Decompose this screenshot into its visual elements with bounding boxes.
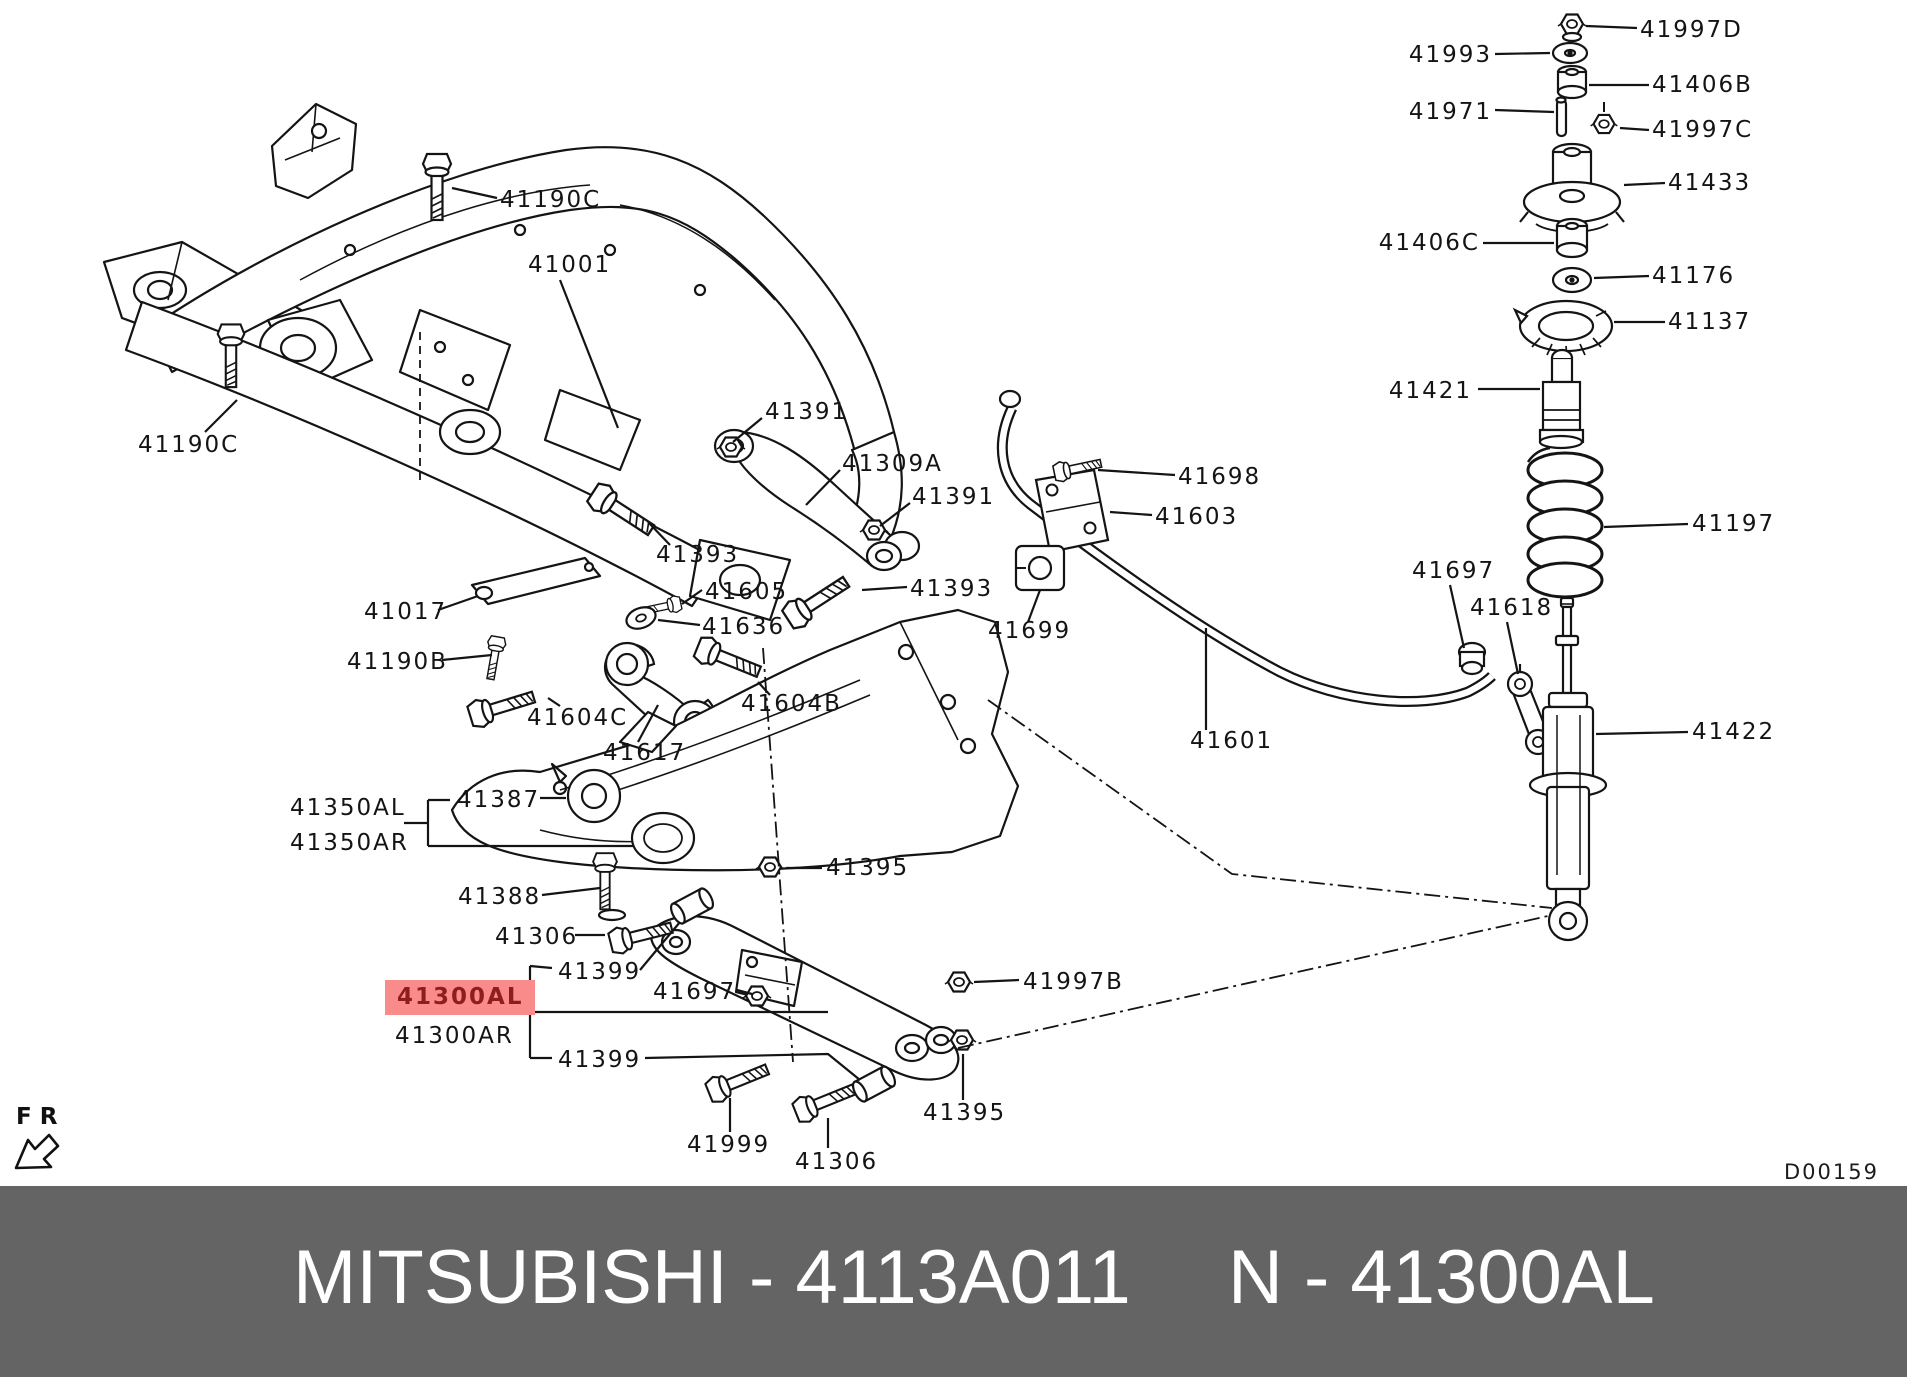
part-label-41399: 41399 <box>558 959 642 985</box>
part-label-41190C: 41190C <box>500 187 602 213</box>
part-label-41306: 41306 <box>495 924 579 950</box>
part-label-41698: 41698 <box>1178 464 1262 490</box>
part-label-41387: 41387 <box>457 787 541 813</box>
shock-absorber-drawing <box>1528 596 1608 942</box>
projection-lines <box>419 332 1553 1063</box>
part-label-41399: 41399 <box>558 1047 642 1073</box>
part-label-41617: 41617 <box>603 740 687 766</box>
fr-direction-arrow-icon <box>14 1133 60 1170</box>
part-label-41605: 41605 <box>705 579 789 605</box>
leader-lines <box>204 24 1689 1148</box>
part-label-41017: 41017 <box>364 599 448 625</box>
part-label-41393: 41393 <box>910 576 994 602</box>
part-label-41697: 41697 <box>653 979 737 1005</box>
part-label-41999: 41999 <box>687 1132 771 1158</box>
part-label-41604B: 41604B <box>741 691 842 717</box>
subframe-crossmember-drawing <box>102 102 903 622</box>
part-label-41997B: 41997B <box>1023 969 1124 995</box>
part-label-41433: 41433 <box>1668 170 1752 196</box>
part-label-41393: 41393 <box>656 542 740 568</box>
part-label-41391: 41391 <box>765 399 849 425</box>
part-label-41699: 41699 <box>988 618 1072 644</box>
trailing-arm-drawing <box>450 608 1020 922</box>
part-label-41618: 41618 <box>1470 595 1554 621</box>
part-label-41190C: 41190C <box>138 432 240 458</box>
part-label-41395: 41395 <box>826 855 910 881</box>
fr-direction-label: FR <box>16 1104 66 1130</box>
part-label-41350AL: 41350AL <box>290 795 406 821</box>
part-label-41406B: 41406B <box>1652 72 1753 98</box>
footer-part-reference: N - 41300AL <box>1228 1235 1655 1320</box>
part-label-41601: 41601 <box>1190 728 1274 754</box>
part-label-41391: 41391 <box>912 484 996 510</box>
part-label-41001: 41001 <box>528 252 612 278</box>
part-label-41300AL-highlighted: 41300AL <box>385 980 536 1015</box>
part-label-41997D: 41997D <box>1640 17 1743 43</box>
part-label-41604C: 41604C <box>527 705 629 731</box>
part-label-41406C: 41406C <box>1378 230 1480 256</box>
part-label-41971: 41971 <box>1408 99 1492 125</box>
part-label-41176: 41176 <box>1652 263 1736 289</box>
footer-brand-part-number: MITSUBISHI - 4113A011 <box>293 1235 1131 1320</box>
coil-spring-drawing <box>1526 446 1604 599</box>
part-label-41395: 41395 <box>923 1100 1007 1126</box>
drawing-code: D00159 <box>1784 1160 1879 1184</box>
part-label-41421: 41421 <box>1388 378 1472 404</box>
part-label-41697: 41697 <box>1412 558 1496 584</box>
strut-column-drawing <box>1512 13 1625 450</box>
part-label-41306: 41306 <box>795 1149 879 1175</box>
part-label-41309A: 41309A <box>842 451 943 477</box>
part-label-41636: 41636 <box>702 614 786 640</box>
part-label-41190B: 41190B <box>347 649 448 675</box>
part-label-41997C: 41997C <box>1652 117 1754 143</box>
part-label-41422: 41422 <box>1692 719 1776 745</box>
footer-bar: MITSUBISHI - 4113A011 N - 41300AL <box>0 1186 1907 1377</box>
part-label-41197: 41197 <box>1692 511 1776 537</box>
part-label-41388: 41388 <box>458 884 542 910</box>
part-label-41350AR: 41350AR <box>290 830 409 856</box>
part-label-41993: 41993 <box>1408 42 1492 68</box>
part-label-41300AR: 41300AR <box>395 1023 514 1049</box>
part-label-41603: 41603 <box>1155 504 1239 530</box>
part-label-41137: 41137 <box>1668 309 1752 335</box>
